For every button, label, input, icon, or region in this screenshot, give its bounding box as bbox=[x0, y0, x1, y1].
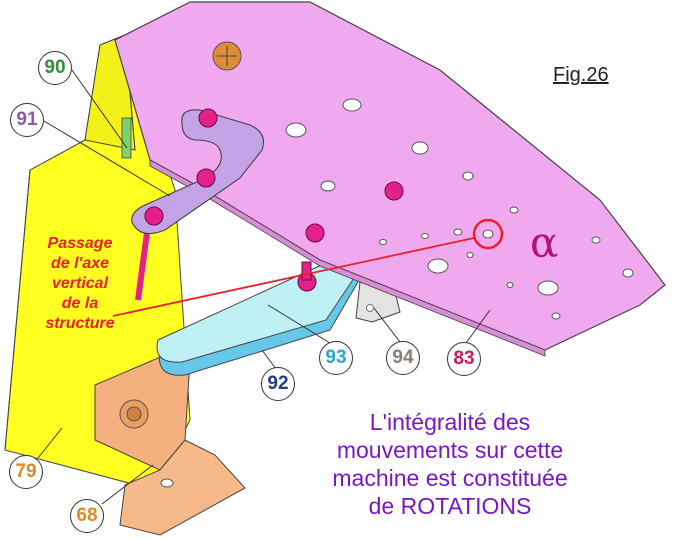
vertical-pin bbox=[135, 224, 151, 301]
axis-leader-line bbox=[112, 237, 475, 317]
part-label-79: 79 bbox=[9, 455, 43, 489]
annotation-line: de l'axe bbox=[50, 255, 110, 272]
annotation-line: Passage bbox=[47, 235, 113, 252]
bracket-68 bbox=[94, 354, 246, 536]
caption-line: de ROTATIONS bbox=[290, 492, 610, 520]
part-label-91: 91 bbox=[10, 103, 44, 137]
part-label-94: 94 bbox=[386, 341, 420, 375]
figure-label: Fig.26 bbox=[553, 64, 609, 86]
part-label-83: 83 bbox=[447, 342, 481, 376]
part-label-93: 93 bbox=[319, 341, 353, 375]
link-91 bbox=[131, 109, 265, 235]
caption-line: L'intégralité des bbox=[369, 409, 531, 435]
part-leaders bbox=[37, 69, 491, 505]
caption: L'intégralité des mouvements sur cette m… bbox=[290, 408, 610, 520]
bolts bbox=[144, 108, 404, 292]
part-label-92: 92 bbox=[261, 367, 295, 401]
axis-marker-circle bbox=[472, 218, 504, 250]
alpha-symbol: α bbox=[530, 218, 559, 267]
vertical-axis-annotation: Passage de l'axe vertical de la structur… bbox=[28, 234, 132, 334]
caption-emphasis: ROTATIONS bbox=[400, 493, 532, 519]
caption-line: mouvements sur cette bbox=[336, 437, 564, 463]
clip-90 bbox=[121, 117, 132, 159]
annotation-line: vertical bbox=[51, 275, 109, 292]
caption-prefix: de bbox=[368, 493, 395, 519]
part-label-68: 68 bbox=[70, 499, 104, 533]
caption-line: machine est constituée bbox=[332, 465, 568, 491]
annotation-line: de la bbox=[61, 295, 99, 312]
fastener-top bbox=[212, 41, 242, 71]
part-label-90: 90 bbox=[38, 51, 72, 85]
annotation-line: structure bbox=[45, 315, 115, 332]
